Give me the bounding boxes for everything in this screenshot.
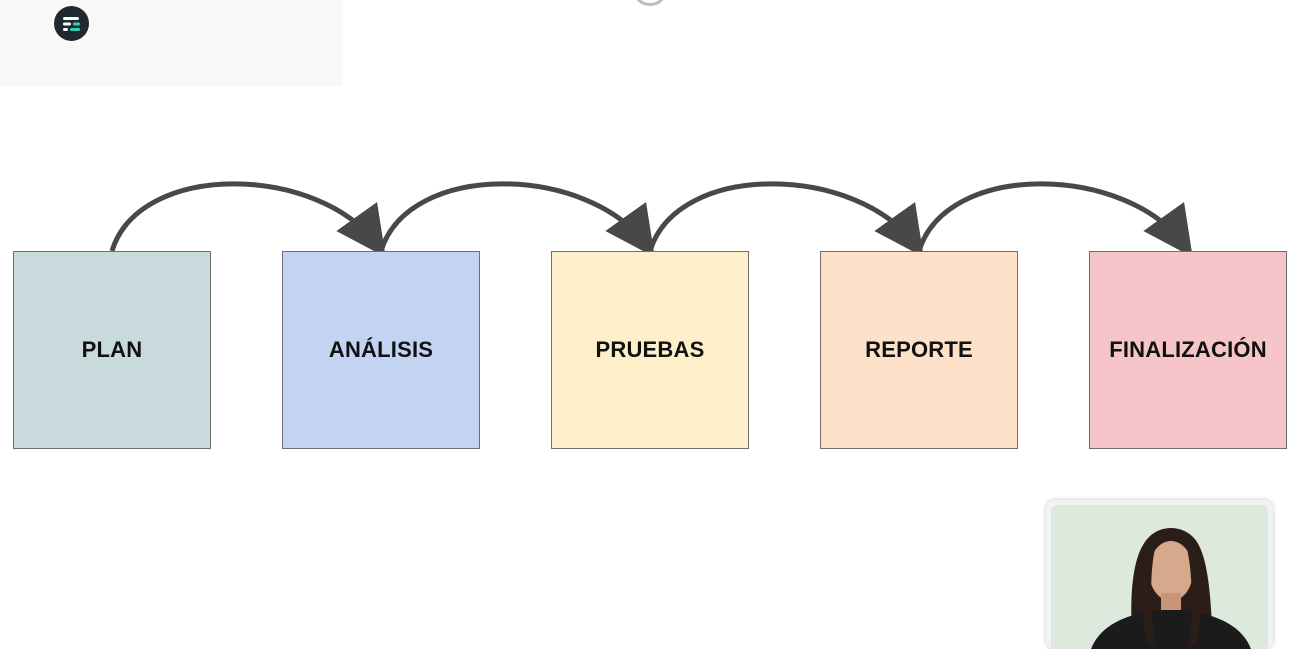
step-label: ANÁLISIS (328, 337, 434, 362)
step-label: FINALIZACIÓN (1109, 337, 1267, 362)
presenter-video-icon (1051, 505, 1268, 649)
arrow-pruebas-to-reporte (647, 181, 924, 258)
step-label: PLAN (81, 337, 143, 362)
step-plan: PLAN (13, 251, 211, 449)
step-pruebas: PRUEBAS (551, 251, 749, 449)
app-logo-icon (54, 6, 89, 41)
step-analisis: ANÁLISIS (282, 251, 480, 449)
arrow-analisis-to-pruebas (378, 181, 655, 258)
arrow-plan-to-analisis (109, 181, 386, 258)
arrow-reporte-to-finalizacion (916, 181, 1193, 258)
step-reporte: REPORTE (820, 251, 1018, 449)
presenter-webcam (1046, 500, 1273, 649)
step-label: REPORTE (865, 337, 973, 362)
webcam-video (1051, 505, 1268, 649)
step-finalizacion: FINALIZACIÓN (1089, 251, 1287, 449)
logo-area (0, 0, 343, 86)
step-label: PRUEBAS (595, 337, 705, 362)
